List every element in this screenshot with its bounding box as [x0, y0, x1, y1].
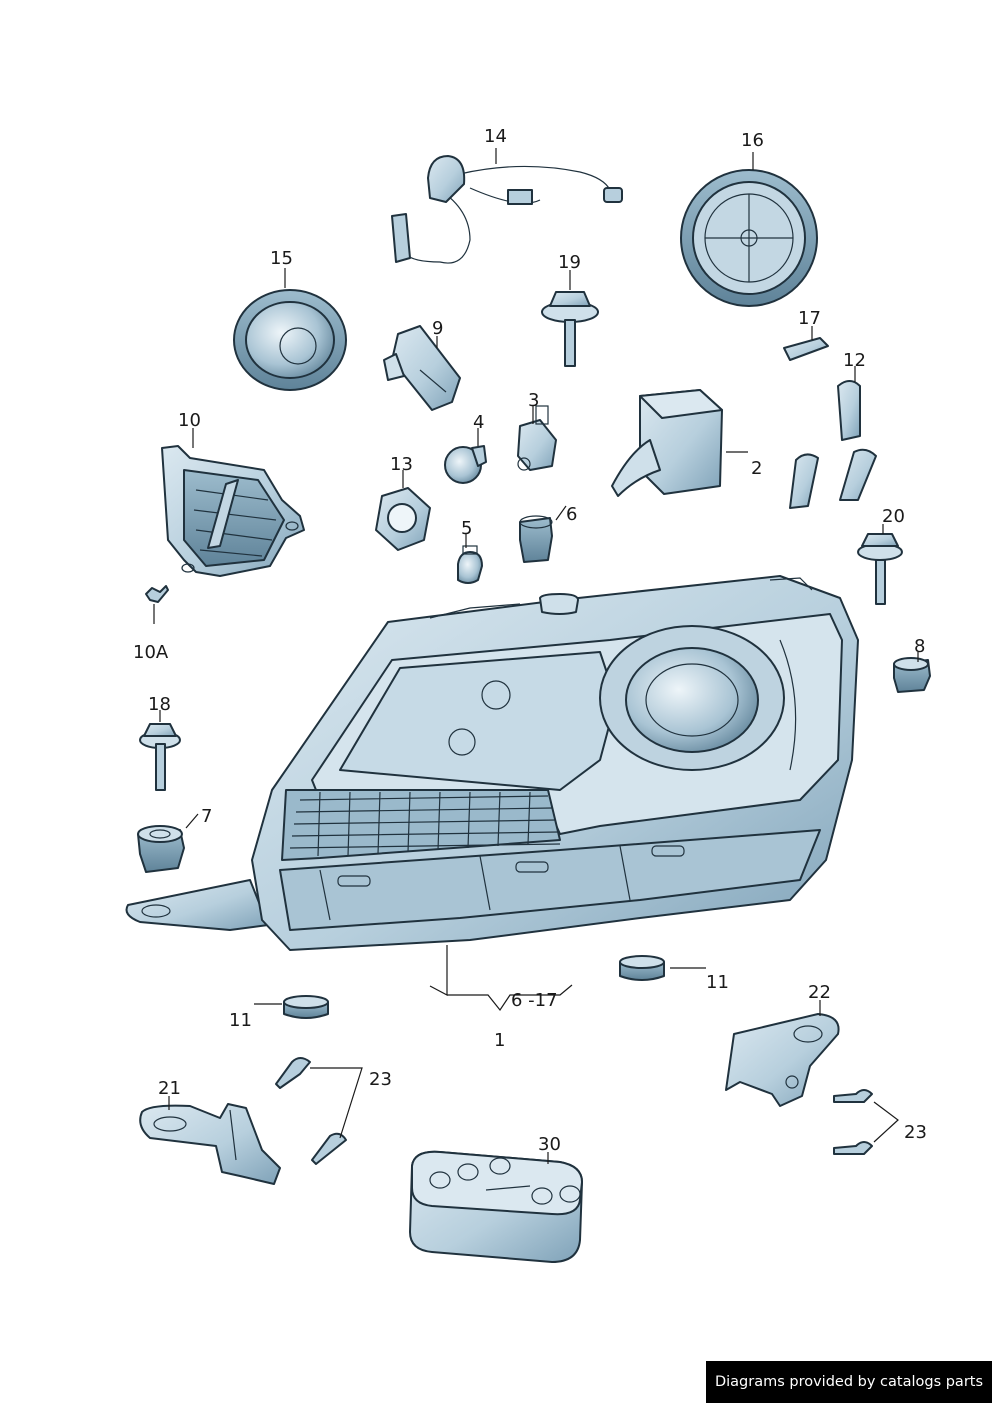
part-22-bracket	[725, 1000, 840, 1107]
credit-text: Diagrams provided by catalogs parts	[714, 1374, 984, 1390]
callout-30: 30	[538, 1134, 561, 1155]
part-9-bulb-connector	[383, 325, 461, 411]
callout-20: 20	[882, 506, 905, 527]
part-12-rubber-caps	[789, 366, 877, 509]
part-20-bolt	[857, 524, 903, 605]
callout-3: 3	[528, 390, 539, 411]
callout-5: 5	[461, 518, 472, 539]
part-19-bolt	[541, 270, 599, 367]
callout-4: 4	[473, 412, 484, 433]
headlight-assembly	[125, 575, 859, 1012]
part-18-bolt	[139, 710, 181, 791]
part-15-cover-cap	[233, 268, 347, 391]
callout-10a: 10A	[133, 642, 169, 663]
callout-11: 11	[706, 972, 729, 993]
callout-7: 7	[201, 806, 212, 827]
part-11-grommet	[254, 995, 329, 1019]
part-10-mounting-ring	[161, 428, 305, 577]
callout-12: 12	[843, 350, 866, 371]
part-10a-screw	[145, 585, 169, 624]
callout-labels: 1 2 3 4 5 6 7 8 9 10 10A 11 11 12 13 14 …	[133, 126, 927, 1155]
callout-16: 16	[741, 130, 764, 151]
part-11-grommet	[619, 955, 706, 981]
callout-8: 8	[914, 636, 925, 657]
callout-13: 13	[390, 454, 413, 475]
credit-banner: Diagrams provided by catalogs parts	[706, 1361, 992, 1403]
part-8-grommet	[893, 652, 931, 693]
callout-10: 10	[178, 410, 201, 431]
part-30-bulb-kit	[409, 1150, 583, 1263]
callout-23: 23	[904, 1122, 927, 1143]
callout-21: 21	[158, 1078, 181, 1099]
callout-6-17: 6 -17	[511, 990, 558, 1011]
part-5-wedge-bulb	[457, 534, 483, 584]
callout-6: 6	[566, 504, 577, 525]
callout-22: 22	[808, 982, 831, 1003]
part-23-screws	[833, 1089, 899, 1155]
callout-11: 11	[229, 1010, 252, 1031]
part-6-bulb-socket	[519, 505, 567, 563]
part-7-grommet	[137, 813, 199, 873]
callout-17: 17	[798, 308, 821, 329]
callout-23: 23	[369, 1069, 392, 1090]
callout-19: 19	[558, 252, 581, 273]
part-14-wiring-harness	[391, 148, 623, 264]
callout-1: 1	[494, 1030, 505, 1051]
part-2-xenon-burner	[611, 389, 748, 497]
callout-15: 15	[270, 248, 293, 269]
callout-2: 2	[751, 458, 762, 479]
callout-9: 9	[432, 318, 443, 339]
part-21-bracket	[139, 1096, 281, 1185]
part-23-screws	[275, 1057, 363, 1165]
part-13-retaining-ring	[375, 470, 431, 551]
part-3-bulb	[517, 405, 557, 471]
callout-14: 14	[484, 126, 507, 147]
callout-18: 18	[148, 694, 171, 715]
part-17-clip	[783, 326, 829, 361]
part-4-bulb	[444, 428, 487, 484]
part-16-cover	[680, 152, 818, 307]
